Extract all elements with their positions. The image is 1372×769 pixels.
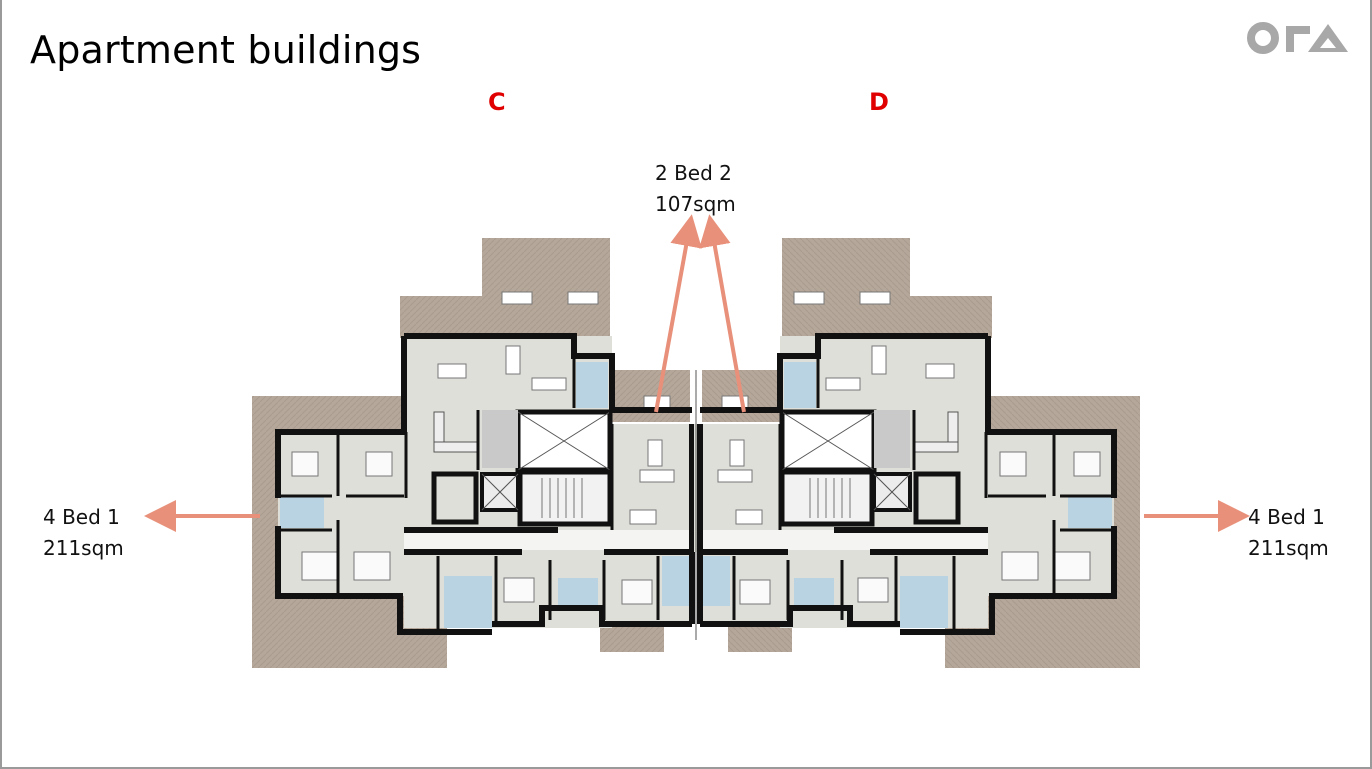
callout-right-type: 4 Bed 1	[1248, 505, 1325, 529]
callout-top-area: 107sqm	[655, 192, 736, 216]
callout-right: 4 Bed 1 211sqm	[1248, 502, 1329, 564]
slide-title: Apartment buildings	[30, 28, 422, 72]
callout-top-type: 2 Bed 2	[655, 161, 732, 185]
callout-left: 4 Bed 1 211sqm	[43, 502, 124, 564]
arrow-to-2bed-c	[654, 214, 702, 413]
oga-logo	[1247, 22, 1348, 54]
building-c-plan	[252, 238, 698, 668]
arrow-to-2bed-d	[699, 214, 746, 413]
callout-right-area: 211sqm	[1248, 536, 1329, 560]
callout-left-type: 4 Bed 1	[43, 505, 120, 529]
building-d-plan	[694, 238, 1140, 668]
callout-top: 2 Bed 2 107sqm	[655, 158, 736, 220]
callout-left-area: 211sqm	[43, 536, 124, 560]
building-label-c: C	[488, 88, 506, 116]
building-label-d: D	[869, 88, 889, 116]
